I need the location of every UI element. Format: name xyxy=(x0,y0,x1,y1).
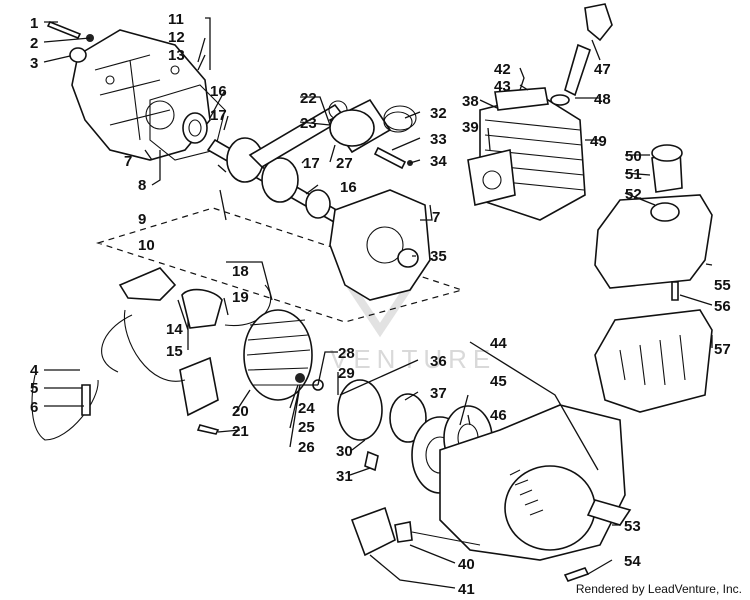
callout-46: 46 xyxy=(490,407,507,424)
callout-13: 13 xyxy=(168,47,185,64)
callout-56: 56 xyxy=(714,298,731,315)
cylinder xyxy=(467,87,586,221)
flywheel xyxy=(243,309,324,401)
callouts: 1 2 3 4 5 6 7 7 8 9 10 11 12 13 14 15 16… xyxy=(30,11,731,598)
callout-42: 42 xyxy=(494,61,511,78)
callout-28: 28 xyxy=(338,345,355,362)
callout-21: 21 xyxy=(232,423,249,440)
callout-17: 17 xyxy=(210,107,227,124)
callout-39: 39 xyxy=(462,119,479,136)
callout-20: 20 xyxy=(232,403,249,420)
callout-40: 40 xyxy=(458,556,475,573)
render-credit: Rendered by LeadVenture, Inc. xyxy=(575,582,742,596)
callout-38: 38 xyxy=(462,93,479,110)
callout-15: 15 xyxy=(166,343,183,360)
callout-34: 34 xyxy=(430,153,447,170)
callout-11: 11 xyxy=(168,11,184,28)
spark-plug xyxy=(550,3,613,106)
piston xyxy=(328,98,417,170)
callout-22: 22 xyxy=(300,90,317,107)
callout-7: 7 xyxy=(124,153,132,170)
ignition-module xyxy=(101,267,272,417)
callout-27: 27 xyxy=(336,155,353,172)
callout-48: 48 xyxy=(594,91,611,108)
callout-32: 32 xyxy=(430,105,447,122)
callout-55: 55 xyxy=(714,277,731,294)
callout-10: 10 xyxy=(138,237,155,254)
callout-29: 29 xyxy=(338,365,355,382)
callout-8: 8 xyxy=(138,177,146,194)
starter-handle xyxy=(350,506,481,557)
muffler xyxy=(594,144,713,289)
callout-44: 44 xyxy=(490,335,507,352)
callout-23: 23 xyxy=(300,115,317,132)
muffler-guard xyxy=(594,281,713,413)
screw xyxy=(46,20,82,40)
callout-1: 1 xyxy=(30,15,38,32)
fan-housing xyxy=(439,404,632,561)
callout-37: 37 xyxy=(430,385,447,402)
callout-7: 7 xyxy=(432,209,440,226)
callout-53: 53 xyxy=(624,518,641,535)
callout-30: 30 xyxy=(336,443,353,460)
seal xyxy=(69,47,87,63)
screw xyxy=(196,424,220,435)
crankcase-right xyxy=(305,189,431,301)
callout-9: 9 xyxy=(138,211,146,228)
callout-14: 14 xyxy=(166,321,183,338)
screw xyxy=(81,384,91,416)
callout-51: 51 xyxy=(625,166,642,183)
callout-41: 41 xyxy=(458,581,475,598)
callout-19: 19 xyxy=(232,289,249,306)
callout-6: 6 xyxy=(30,399,38,416)
callout-16: 16 xyxy=(210,83,227,100)
callout-24: 24 xyxy=(298,400,315,417)
callout-35: 35 xyxy=(430,248,447,265)
callout-33: 33 xyxy=(430,131,447,148)
callout-47: 47 xyxy=(594,61,611,78)
callout-31: 31 xyxy=(336,468,353,485)
callout-25: 25 xyxy=(298,419,315,436)
callout-5: 5 xyxy=(30,380,38,397)
callout-36: 36 xyxy=(430,353,447,370)
callout-52: 52 xyxy=(625,186,642,203)
callout-50: 50 xyxy=(625,148,642,165)
callout-57: 57 xyxy=(714,341,731,358)
callout-3: 3 xyxy=(30,55,38,72)
bearing xyxy=(182,112,208,144)
callout-49: 49 xyxy=(590,133,607,150)
callout-17: 17 xyxy=(303,155,320,172)
crankcase-left xyxy=(71,29,211,161)
callout-4: 4 xyxy=(30,362,39,379)
watermark: VENTURE xyxy=(330,282,496,374)
callout-26: 26 xyxy=(298,439,315,456)
callout-12: 12 xyxy=(168,29,185,46)
svg-text:VENTURE: VENTURE xyxy=(330,344,496,374)
screw xyxy=(563,567,590,582)
callout-54: 54 xyxy=(624,553,641,570)
callout-45: 45 xyxy=(490,373,507,390)
callout-18: 18 xyxy=(232,263,249,280)
ignition-group-box xyxy=(95,207,465,323)
callout-43: 43 xyxy=(494,78,511,95)
leader-lines xyxy=(43,17,713,589)
callout-16: 16 xyxy=(340,179,357,196)
spark-lead xyxy=(31,374,99,441)
callout-2: 2 xyxy=(30,35,38,52)
